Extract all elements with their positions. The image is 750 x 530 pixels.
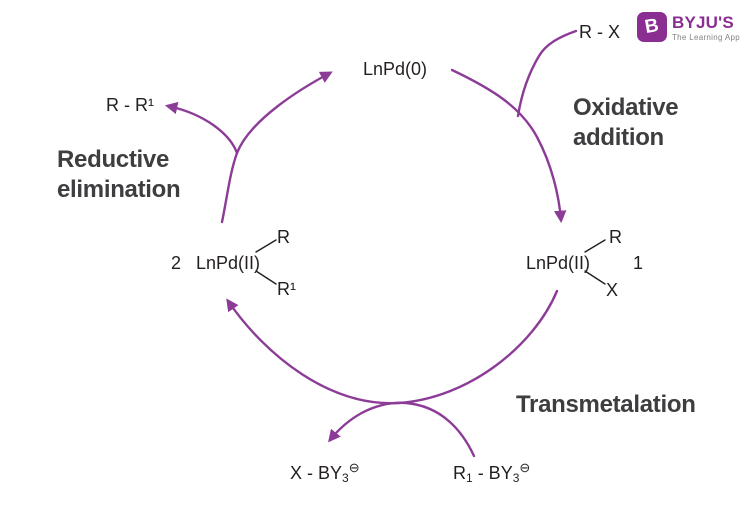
species-product: R - R¹ — [106, 95, 154, 115]
species-borate-out: X - BY3⊖ — [290, 460, 360, 485]
borate-in-mid: - BY — [472, 463, 513, 483]
label-oxidative-line1: Oxidative — [573, 94, 679, 121]
borate-in-r-sub: 1 — [466, 471, 473, 485]
complex2-bond-top — [255, 239, 277, 253]
label-oxidative-line2: addition — [573, 124, 664, 151]
species-borate-in: R1 - BY3⊖ — [453, 460, 531, 485]
complex1-index: 1 — [633, 253, 644, 273]
arrow-oxidative-addition — [450, 68, 567, 224]
byjus-logo-text: BYJU'S The Learning App — [672, 12, 740, 43]
byjus-icon-letter: B — [643, 14, 661, 39]
complex1-ligand-top: R — [609, 227, 622, 247]
borate-in-charge-icon: ⊖ — [519, 460, 531, 475]
label-reductive-line1: Reductive — [57, 146, 170, 173]
complex2-core: LnPd(II) — [196, 253, 261, 273]
complex1-core: LnPd(II) — [526, 253, 591, 273]
species-pd0: LnPd(0) — [363, 59, 428, 79]
arrow-rx-entry — [516, 29, 578, 118]
byjus-logo: B BYJU'S The Learning App — [637, 12, 740, 43]
borate-out-main: X - BY — [290, 463, 343, 483]
brand-name: BYJU'S — [672, 13, 734, 32]
complex1-bond-top — [584, 239, 606, 253]
label-reductive-line2: elimination — [57, 176, 181, 203]
species-halide: R - X — [579, 22, 621, 42]
complex1-ligand-bottom: X — [606, 280, 619, 300]
complex2-ligand-bottom: R¹ — [277, 279, 296, 299]
label-oxidative-addition: Oxidative addition — [573, 93, 679, 153]
arrow-reductive-elimination-to-pd0 — [220, 71, 333, 224]
byjus-logo-icon: B — [637, 12, 667, 42]
arrow-transmetalation-arc — [226, 289, 559, 405]
complex2-bond-bottom — [255, 270, 277, 285]
label-transmetalation: Transmetalation — [516, 391, 696, 418]
label-reductive-elimination: Reductive elimination — [57, 145, 181, 205]
complex2-ligand-top: R — [277, 227, 290, 247]
borate-out-sub: 3 — [342, 471, 349, 485]
arrow-borate-exchange — [328, 401, 476, 458]
complex1-bond-bottom — [584, 270, 606, 285]
borate-out-charge-icon: ⊖ — [348, 460, 360, 475]
borate-in-r: R — [453, 463, 466, 483]
brand-tagline: The Learning App — [672, 33, 740, 42]
borate-in-sub: 3 — [512, 471, 520, 485]
complex2-index: 2 — [171, 253, 182, 273]
arrow-product-release — [164, 101, 239, 155]
